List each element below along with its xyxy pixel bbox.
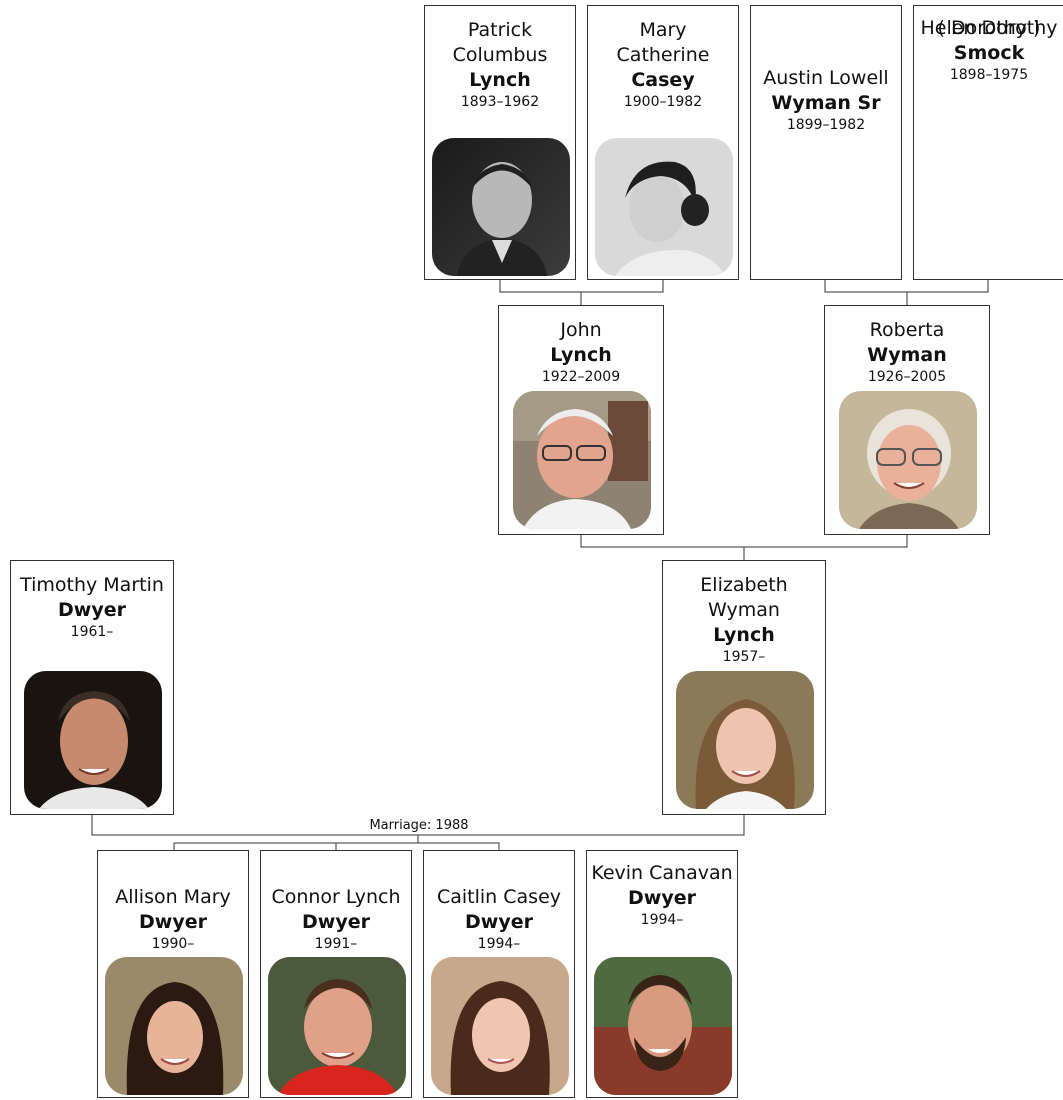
portrait-photo — [24, 671, 162, 809]
given-name: Elizabeth Wyman — [700, 574, 788, 621]
person-card-allison-dwyer[interactable]: Allison Mary Dwyer 1990– — [97, 850, 249, 1098]
life-dates: 1926–2005 — [867, 369, 947, 385]
given-name: Helen Dorothy — [920, 17, 1058, 39]
person-card-john-lynch[interactable]: John Lynch 1922–2009 — [498, 305, 664, 535]
portrait-photo — [431, 957, 569, 1095]
surname: Smock — [953, 42, 1025, 64]
person-card-timothy-dwyer[interactable]: Timothy Martin Dwyer 1961– — [10, 560, 174, 815]
portrait-photo — [595, 138, 733, 276]
given-name: Caitlin Casey — [436, 886, 562, 908]
given-name: Roberta — [869, 319, 945, 341]
life-dates: 1990– — [151, 936, 195, 952]
life-dates: 1922–2009 — [541, 369, 621, 385]
surname: Lynch — [469, 69, 531, 91]
person-card-patrick-lynch[interactable]: Patrick Columbus Lynch 1893–1962 — [424, 5, 576, 280]
given-name: Connor Lynch — [271, 886, 401, 908]
person-card-kevin-dwyer[interactable]: Kevin Canavan Dwyer 1994– — [586, 850, 738, 1098]
given-name: Kevin Canavan — [591, 862, 733, 884]
surname: Lynch — [713, 624, 775, 646]
surname: Lynch — [550, 344, 612, 366]
surname: Dwyer — [58, 599, 126, 621]
portrait-photo — [432, 138, 570, 276]
person-card-caitlin-dwyer[interactable]: Caitlin Casey Dwyer 1994– — [423, 850, 575, 1098]
portrait-photo — [105, 957, 243, 1095]
person-card-mary-casey[interactable]: Mary Catherine Casey 1900–1982 — [587, 5, 739, 280]
given-name: Timothy Martin — [20, 574, 164, 596]
life-dates: 1900–1982 — [623, 94, 703, 110]
surname: Dwyer — [465, 911, 533, 933]
surname: Dwyer — [139, 911, 207, 933]
surname: Dwyer — [628, 887, 696, 909]
life-dates: 1994– — [477, 936, 521, 952]
surname: Wyman Sr — [771, 92, 881, 114]
surname: Casey — [631, 69, 695, 91]
life-dates: 1893–1962 — [460, 94, 540, 110]
marriage-label: Marriage: 1988 — [334, 818, 504, 834]
given-name: Austin Lowell — [763, 67, 889, 89]
portrait-photo — [676, 671, 814, 809]
person-card-connor-dwyer[interactable]: Connor Lynch Dwyer 1991– — [260, 850, 412, 1098]
surname: Wyman — [867, 344, 947, 366]
given-name: Patrick Columbus — [452, 19, 548, 66]
surname: Dwyer — [302, 911, 370, 933]
life-dates: 1899–1982 — [786, 117, 866, 133]
portrait-photo — [513, 391, 651, 529]
life-dates: 1994– — [640, 912, 684, 928]
given-name: Allison Mary — [115, 886, 231, 908]
person-card-elizabeth-lynch[interactable]: Elizabeth Wyman Lynch 1957– — [662, 560, 826, 815]
life-dates: 1961– — [70, 624, 114, 640]
portrait-photo — [839, 391, 977, 529]
nickname[interactable]: ( Dorothy ) — [937, 17, 1041, 39]
life-dates: 1991– — [314, 936, 358, 952]
portrait-photo — [594, 957, 732, 1095]
given-name: Mary Catherine — [616, 19, 710, 66]
person-card-austin-wyman[interactable]: Austin Lowell Wyman Sr 1899–1982 — [750, 5, 902, 280]
life-dates: 1898–1975 — [949, 67, 1029, 83]
life-dates: 1957– — [722, 649, 766, 665]
person-card-helen-smock[interactable]: Helen Dorothy ( Dorothy ) Smock 1898–197… — [913, 5, 1063, 280]
portrait-photo — [268, 957, 406, 1095]
person-card-roberta-wyman[interactable]: Roberta Wyman 1926–2005 — [824, 305, 990, 535]
given-name: John — [560, 319, 602, 341]
